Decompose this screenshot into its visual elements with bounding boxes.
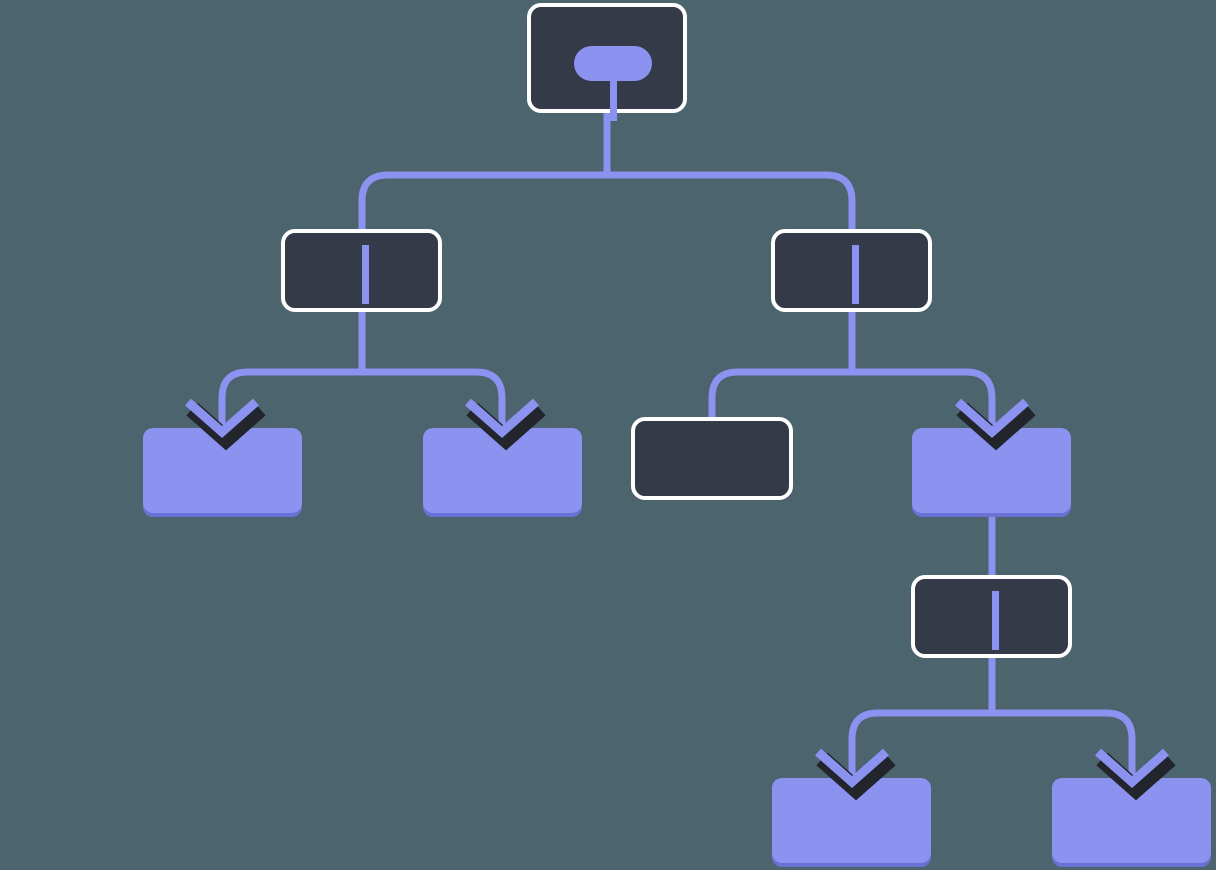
- leaf-node-2[interactable]: [423, 428, 582, 513]
- branch-node-right[interactable]: [771, 229, 932, 312]
- leaf-node-4[interactable]: [912, 428, 1071, 513]
- terminal-node-dark[interactable]: [631, 417, 793, 500]
- branch-node-left[interactable]: [281, 229, 442, 312]
- pass-through-line: [992, 591, 999, 650]
- edge-branch-deep-to-leaves: [848, 658, 1136, 778]
- branch-node-deep[interactable]: [911, 575, 1072, 658]
- pass-through-line: [852, 245, 859, 304]
- leaf-node-6[interactable]: [1052, 778, 1211, 863]
- root-node[interactable]: [527, 3, 687, 121]
- leaf-node-1[interactable]: [143, 428, 302, 513]
- leaf-node-5[interactable]: [772, 778, 931, 863]
- root-stub-line: [609, 79, 617, 121]
- pill-glyph: [574, 46, 652, 81]
- pass-through-line: [362, 245, 369, 304]
